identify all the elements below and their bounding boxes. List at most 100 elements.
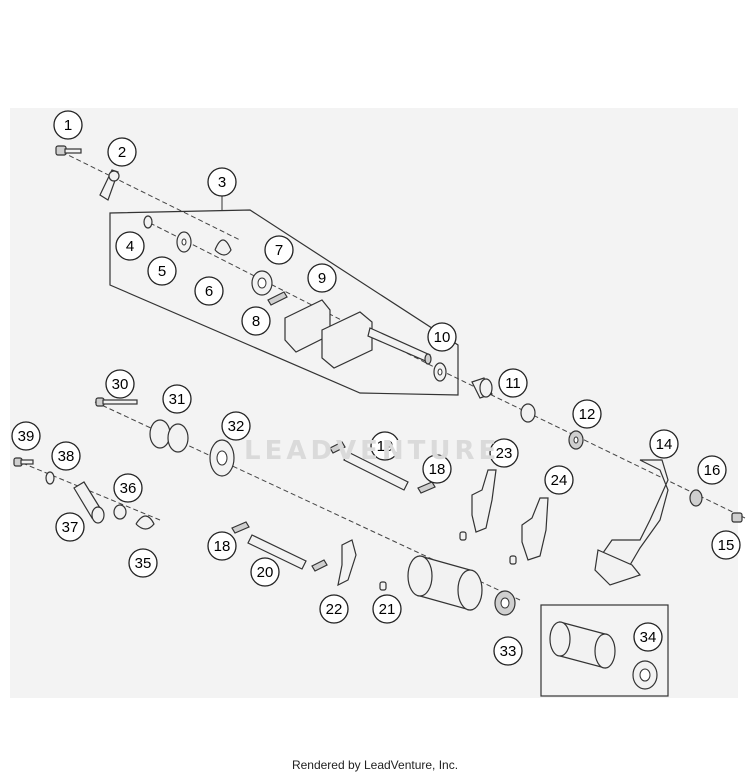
part-rod-19 (343, 451, 409, 491)
callout-35: 35 (128, 548, 158, 578)
axis-lower (94, 401, 521, 601)
callout-label: 2 (118, 144, 126, 161)
callout-circle (53, 110, 83, 140)
part-washer-9 (433, 362, 447, 382)
part-spring-8 (267, 291, 288, 306)
callout-7: 7 (264, 235, 294, 265)
callout-19: 19 (370, 431, 400, 461)
callout-8: 8 (241, 306, 271, 336)
callout-circle (572, 399, 602, 429)
callout-label: 24 (551, 472, 568, 489)
callout-circle (711, 530, 741, 560)
callout-label: 22 (326, 601, 343, 618)
callout-group: 1234567891011121415161818192021222324303… (11, 110, 741, 666)
callout-5: 5 (147, 256, 177, 286)
axis-left (14, 459, 161, 521)
callout-circle (105, 369, 135, 399)
part-fork-22 (337, 539, 357, 587)
callout-label: 36 (120, 480, 137, 497)
callout-22: 22 (319, 594, 349, 624)
callout-24: 24 (544, 465, 574, 495)
group-33-outline (540, 604, 669, 697)
callout-circle (162, 384, 192, 414)
callout-23: 23 (489, 438, 519, 468)
callout-circle (422, 454, 452, 484)
part-36 (113, 504, 127, 520)
callout-circle (115, 231, 145, 261)
part-lever-37-hub (91, 506, 105, 524)
callout-31: 31 (162, 384, 192, 414)
part-bearing-32 (209, 439, 235, 477)
callout-label: 1 (64, 117, 72, 134)
part-spring-18-lower (231, 521, 250, 534)
callout-circle (51, 441, 81, 471)
callout-circle (493, 636, 523, 666)
callout-1: 1 (53, 110, 83, 140)
part-15 (689, 489, 703, 507)
callout-circle (55, 512, 85, 542)
callout-label: 15 (718, 537, 735, 554)
callout-label: 4 (126, 238, 134, 255)
callout-label: 33 (500, 643, 517, 660)
callout-11: 11 (498, 368, 528, 398)
callout-label: 10 (434, 329, 451, 346)
callout-4: 4 (115, 231, 145, 261)
callout-circle (250, 557, 280, 587)
callout-circle (544, 465, 574, 495)
callout-label: 18 (429, 461, 446, 478)
callout-9: 9 (307, 263, 337, 293)
callout-circle (633, 622, 663, 652)
callout-label: 23 (496, 445, 513, 462)
callout-label: 11 (505, 375, 521, 392)
callout-circle (264, 235, 294, 265)
part-31 (149, 419, 189, 453)
part-spring-20 (311, 559, 328, 572)
callout-circle (147, 256, 177, 286)
part-shift-lever-foot (594, 549, 642, 586)
part-bushing-10 (471, 377, 536, 423)
callout-circle (194, 276, 224, 306)
group-3-outline (109, 209, 459, 396)
callout-circle (319, 594, 349, 624)
axis-upper-1 (61, 151, 241, 241)
callout-10: 10 (427, 322, 457, 352)
part-shift-drum (407, 555, 516, 616)
part-spring-19-top (329, 441, 346, 454)
callout-label: 14 (656, 436, 673, 453)
callout-circle (427, 322, 457, 352)
part-pins-21 (379, 531, 517, 591)
part-washer-38 (45, 471, 55, 485)
callout-circle (207, 167, 237, 197)
callout-circle (221, 411, 251, 441)
watermark-text: LEADVENTURE (244, 436, 501, 466)
callout-circle (107, 137, 137, 167)
callout-16: 16 (697, 455, 727, 485)
callout-label: 7 (275, 242, 283, 259)
callout-label: 19 (377, 438, 394, 455)
callout-circle (372, 594, 402, 624)
callout-37: 37 (55, 512, 85, 542)
part-fork-23 (471, 469, 497, 533)
callout-label: 39 (18, 428, 35, 445)
part-washer-5 (176, 231, 192, 253)
axis-shift-shaft (149, 222, 441, 371)
callout-33: 33 (493, 636, 523, 666)
callout-12: 12 (572, 399, 602, 429)
callout-circle (241, 306, 271, 336)
callout-30: 30 (105, 369, 135, 399)
part-spring-6 (214, 239, 232, 256)
callout-circle (307, 263, 337, 293)
callout-6: 6 (194, 276, 224, 306)
part-circlip-4 (143, 215, 153, 229)
callout-label: 30 (112, 376, 129, 393)
callout-circle (697, 455, 727, 485)
part-shift-shaft (321, 311, 432, 369)
callout-36: 36 (113, 473, 143, 503)
callout-32: 32 (221, 411, 251, 441)
part-bolt-39 (13, 457, 34, 467)
callout-label: 20 (257, 564, 274, 581)
callout-circle (370, 431, 400, 461)
callout-circle (489, 438, 519, 468)
